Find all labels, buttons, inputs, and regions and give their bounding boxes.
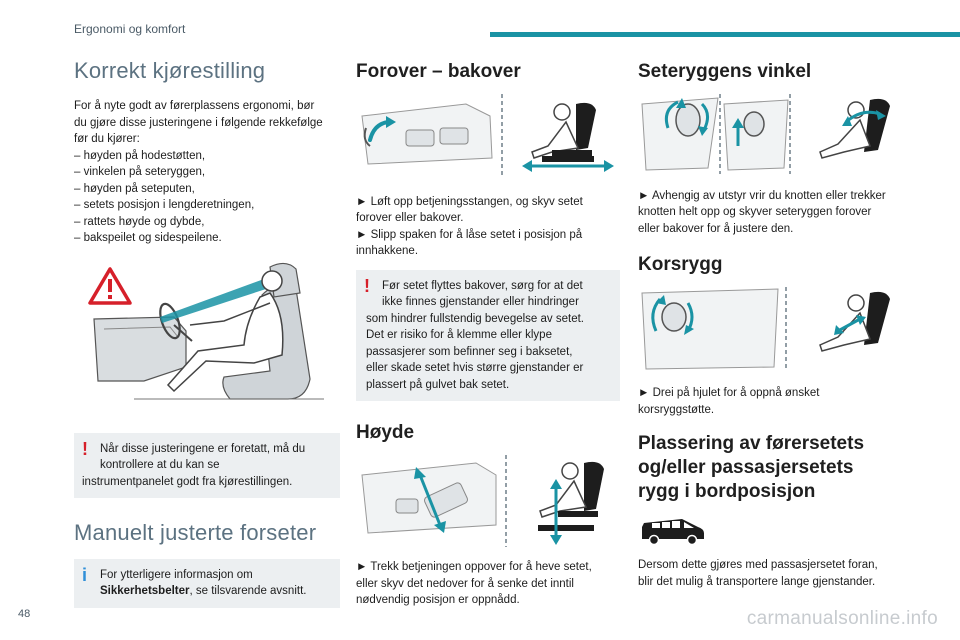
text-line: ► Avhengig av utstyr vrir du knotten ell… — [638, 189, 886, 202]
section-title-driving-position: Korrekt kjørestilling — [74, 58, 266, 83]
list-item: – bakspeilet og sidespeilene. — [74, 232, 222, 245]
heading-fore-aft: Forover – bakover — [356, 61, 521, 82]
text-line: For å nyte godt av førerplassens ergonom… — [74, 100, 315, 113]
text-line: nødvendig posisjon er oppnådd. — [356, 594, 520, 606]
text-line: forover eller bakover. — [356, 212, 464, 225]
text-line: ► Slipp spaken for å låse setet i posisj… — [356, 228, 583, 241]
text-line: eller skyv det nedover for å senke det i… — [356, 577, 574, 590]
backrest-angle-diagram — [641, 93, 890, 174]
intro-paragraph: For å nyte godt av førerplassens ergonom… — [74, 98, 340, 247]
column-1: Korrekt kjørestilling For å nyte godt av… — [74, 54, 340, 608]
backrest-angle-illustration — [638, 93, 904, 174]
callout-text: , se tilsvarende avsnitt. — [189, 585, 307, 598]
warning-triangle-icon — [88, 267, 132, 305]
text-line: korsryggstøtte. — [638, 403, 715, 416]
driving-position-illustration — [74, 258, 340, 419]
running-header: Ergonomi og komfort — [74, 22, 186, 36]
list-item: – vinkelen på seteryggen, — [74, 166, 206, 179]
page-number: 48 — [18, 608, 31, 620]
list-item: – høyden på hodestøtten, — [74, 149, 206, 162]
list-item: – høyden på seteputen, — [74, 182, 195, 195]
text-line: Dersom dette gjøres med passasjersetet f… — [638, 559, 878, 572]
van-illustration — [638, 515, 904, 546]
text-line: før du kjører: — [74, 133, 140, 146]
callout-line: eller skade setet hvis større gjenstande… — [366, 362, 584, 375]
van-icon — [642, 519, 704, 546]
list-item: – rattets høyde og dybde, — [74, 215, 205, 228]
table-position-text: Dersom dette gjøres med passasjersetet f… — [638, 557, 904, 590]
text-line: ► Drei på hjulet for å oppnå ønsket — [638, 387, 820, 399]
callout-line: Sikkerhetsbelter, se tilsvarende avsnitt… — [100, 583, 332, 600]
callout-line: kontrollere at du kan se — [100, 459, 220, 472]
heading-lumbar: Korsrygg — [638, 254, 723, 276]
driver-seat-illustration — [88, 262, 324, 400]
height-instructions: ► Trekk betjeningen oppover for å heve s… — [356, 559, 620, 609]
callout-line: For ytterligere informasjon om — [100, 568, 253, 581]
text-line: ► Trekk betjeningen oppover for å heve s… — [356, 561, 592, 573]
fore-aft-instructions: ► Løft opp betjeningsstangen, og skyv se… — [356, 194, 620, 260]
callout-line: Når disse justeringene er foretatt, må d… — [100, 442, 306, 455]
heading-height: Høyde — [356, 422, 415, 444]
section-title-manual-seats: Manuelt justerte forseter — [74, 520, 317, 546]
lumbar-instructions: ► Drei på hjulet for å oppnå ønsket kors… — [638, 385, 904, 418]
height-seat-diagram — [361, 455, 604, 547]
column-3: Seteryggens vinkel ► Avhengig av utstyr … — [638, 54, 904, 590]
backrest-instructions: ► Avhengig av utstyr vrir du knotten ell… — [638, 188, 904, 238]
lumbar-illustration — [638, 287, 904, 371]
warning-callout-instrument-panel: ! Når disse justeringene er foretatt, må… — [74, 432, 340, 499]
header-accent-bar — [490, 32, 960, 37]
callout-line: instrumentpanelet godt fra kjørestilling… — [82, 475, 293, 488]
callout-line: som hindrer fullstendig bevegelse av set… — [366, 312, 584, 325]
fore-aft-seat-diagram — [361, 93, 614, 176]
text-line: eller bakover for å justere den. — [638, 222, 794, 235]
column-2: Forover – bakover ► Løft opp betjeningss… — [356, 54, 620, 609]
callout-line: Før setet flyttes bakover, sørg for at d… — [382, 279, 583, 292]
heading-table-position: Plassering av førersetets og/eller passa… — [638, 432, 904, 503]
text-line: knotten helt opp og skyver seteryggen fo… — [638, 206, 872, 219]
info-icon: i — [82, 564, 88, 585]
callout-line: Det er risiko for å klemme eller klype — [366, 329, 552, 342]
warning-exclamation-icon: ! — [82, 438, 88, 459]
text-line: du gjøre disse justeringene i følgende r… — [74, 116, 323, 129]
warning-exclamation-icon: ! — [364, 275, 370, 296]
text-line: ► Løft opp betjeningsstangen, og skyv se… — [356, 195, 583, 208]
info-callout-seatbelts: i For ytterligere informasjon om Sikkerh… — [74, 558, 340, 608]
watermark: carmanualsonline.info — [746, 608, 938, 629]
list-item: – setets posisjon i lengderetningen, — [74, 199, 255, 212]
text-line: innhakkene. — [356, 245, 419, 258]
callout-line: passasjerer som befinner seg i baksetet, — [366, 345, 573, 358]
height-illustration — [356, 455, 620, 547]
fore-aft-illustration — [356, 93, 620, 176]
callout-line: plassert på gulvet bak setet. — [366, 378, 510, 391]
callout-line: ikke finnes gjenstander eller hindringer — [382, 296, 579, 309]
heading-backrest-angle: Seteryggens vinkel — [638, 61, 812, 82]
heading-line: rygg i bordposisjon — [638, 480, 816, 502]
text-line: blir det mulig å transportere lange gjen… — [638, 575, 876, 588]
heading-line: og/eller passasjersetets — [638, 456, 854, 478]
warning-callout-rear-movement: ! Før setet flyttes bakover, sørg for at… — [356, 269, 620, 402]
lumbar-support-diagram — [641, 287, 890, 371]
seatbelts-link-text: Sikkerhetsbelter — [100, 585, 190, 598]
heading-line: Plassering av førersetets — [638, 433, 865, 454]
